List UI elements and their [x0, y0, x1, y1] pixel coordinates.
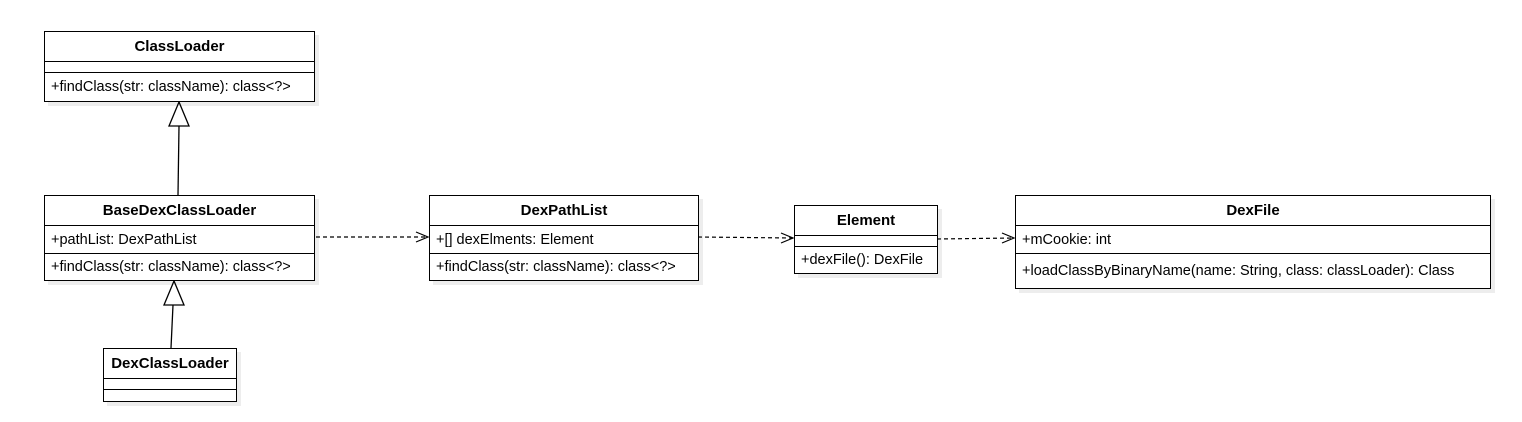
dependency-dexpathlist-to-element [697, 232, 795, 244]
dependency-element-to-dexfile [936, 232, 1016, 244]
methods-section: +dexFile(): DexFile [795, 246, 937, 273]
class-name: BaseDexClassLoader [102, 202, 257, 219]
attributes-section [45, 61, 314, 72]
class-name: ClassLoader [134, 38, 225, 55]
class-basedexclassloader[interactable]: BaseDexClassLoader +pathList: DexPathLis… [44, 195, 315, 281]
class-classloader[interactable]: ClassLoader +findClass(str: className): … [44, 31, 315, 102]
class-name: DexFile [1226, 202, 1280, 219]
class-name: DexPathList [520, 202, 608, 219]
method: +findClass(str: className): class<?> [51, 259, 291, 275]
method: +loadClassByBinaryName(name: String, cla… [1022, 263, 1455, 279]
attributes-section: +[] dexElments: Element [430, 225, 698, 253]
methods-section: +findClass(str: className): class<?> [45, 253, 314, 280]
class-element[interactable]: Element +dexFile(): DexFile [794, 205, 938, 274]
method: +findClass(str: className): class<?> [51, 79, 291, 95]
generalization-basedexclassloader-to-classloader [168, 100, 190, 196]
attribute: +[] dexElments: Element [436, 231, 594, 248]
methods-section: +findClass(str: className): class<?> [45, 72, 314, 101]
attributes-section [795, 235, 937, 246]
class-name: Element [836, 212, 896, 229]
methods-section: +findClass(str: className): class<?> [430, 253, 698, 280]
method: +dexFile(): DexFile [801, 252, 924, 268]
methods-section: +loadClassByBinaryName(name: String, cla… [1016, 253, 1490, 288]
class-dexpathlist[interactable]: DexPathList +[] dexElments: Element +fin… [429, 195, 699, 281]
attributes-section [104, 378, 236, 389]
attribute: +mCookie: int [1022, 231, 1112, 248]
methods-section [104, 389, 236, 401]
generalization-dexclassloader-to-basedexclassloader [163, 279, 185, 349]
attributes-section: +pathList: DexPathList [45, 225, 314, 253]
attribute: +pathList: DexPathList [51, 231, 197, 248]
method: +findClass(str: className): class<?> [436, 259, 676, 275]
class-dexclassloader[interactable]: DexClassLoader [103, 348, 237, 402]
class-dexfile[interactable]: DexFile +mCookie: int +loadClassByBinary… [1015, 195, 1491, 289]
dependency-basedexclassloader-to-dexpathlist [316, 231, 430, 243]
class-name: DexClassLoader [111, 355, 229, 372]
attributes-section: +mCookie: int [1016, 225, 1490, 253]
